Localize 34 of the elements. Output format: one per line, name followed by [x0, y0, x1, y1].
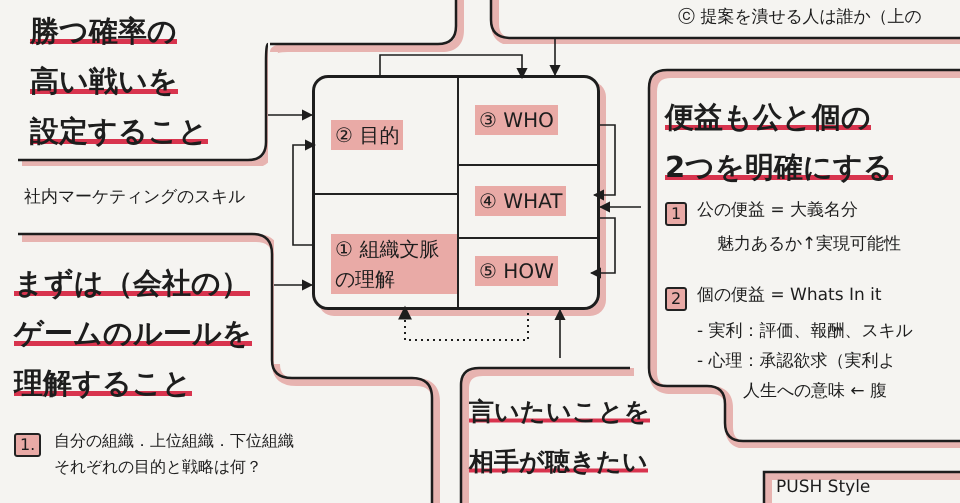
heading: 便益も公と個の2つを明確にする — [665, 99, 894, 186]
arrow — [592, 124, 616, 201]
heading: 言いたいことを相手が聴きたい — [469, 396, 650, 478]
cell-label: ④ WHAT — [475, 186, 566, 216]
arrow — [598, 201, 641, 213]
arrow — [398, 306, 529, 341]
note-text: 公の便益 = 大義名分 — [697, 199, 858, 222]
note-text: 個の便益 = Whats In it — [697, 284, 882, 307]
note-text: 魅力あるか↑実現可能性 — [717, 233, 902, 256]
heading: 勝つ確率の高い戦いを設定すること — [30, 13, 208, 150]
section-label: 社内マーケティングのスキル — [24, 186, 245, 209]
note-text: ⓒ 提案を潰せる人は誰か（上の — [678, 6, 922, 29]
panel — [762, 470, 960, 503]
cell-label: ② 目的 — [331, 120, 404, 150]
heading: まずは（会社の）ゲームのルールを理解すること — [14, 265, 252, 402]
arrow — [549, 38, 561, 76]
arrow — [379, 54, 528, 80]
note-text: - 実利：評価、報酬、スキル — [697, 320, 913, 343]
number-badge: 2 — [665, 287, 688, 311]
arrow — [554, 308, 566, 358]
note-text: PUSH Style — [776, 476, 870, 499]
note-text: 人生への意味 ← 腹 — [743, 380, 888, 403]
cell-label: ③ WHO — [475, 105, 558, 135]
grid-cell — [315, 78, 459, 195]
note-text: - 心理：承認欲求（実利よ — [697, 350, 896, 373]
number-badge: 1. — [14, 433, 42, 457]
arrow — [268, 109, 314, 121]
cell-label: ① 組織文脈の理解 — [331, 234, 457, 294]
arrow — [292, 139, 316, 246]
cell-label: ⑤ HOW — [475, 256, 558, 286]
arrow — [590, 217, 616, 279]
number-badge: 1 — [665, 202, 688, 226]
note-text: 自分の組織．上位組織．下位組織それぞれの目的と戦略は何？ — [54, 430, 294, 478]
arrow — [274, 279, 314, 291]
